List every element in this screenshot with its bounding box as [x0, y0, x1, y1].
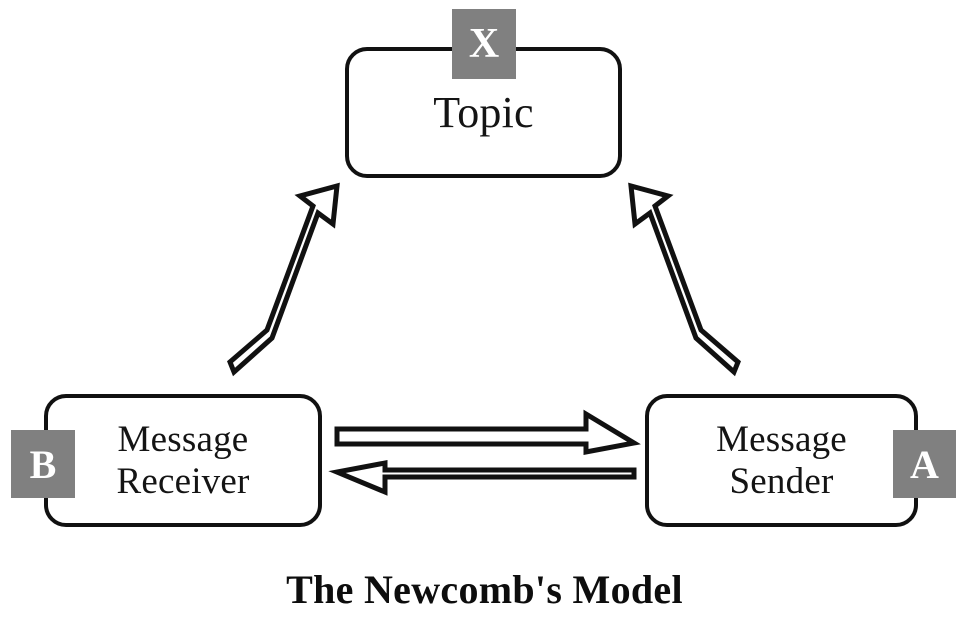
node-message-sender[interactable]: Message Sender — [645, 394, 918, 527]
badge-b: B — [11, 430, 75, 498]
badge-b-text: B — [29, 441, 57, 487]
node-message-receiver-label-line1: Message — [117, 419, 249, 461]
badge-a-text: A — [910, 441, 939, 487]
node-message-sender-label-line2: Sender — [729, 460, 834, 502]
arrow-sender-to-receiver — [328, 459, 637, 496]
arrow-receiver-to-topic — [227, 182, 340, 377]
node-topic[interactable]: Topic — [345, 47, 622, 178]
node-topic-label: Topic — [433, 87, 534, 137]
node-message-sender-label: Message Sender — [716, 419, 847, 502]
node-message-receiver-label: Message Receiver — [116, 419, 249, 502]
diagram-caption: The Newcomb's Model — [286, 567, 683, 612]
node-message-sender-label-line1: Message — [716, 419, 847, 461]
arrow-sender-to-topic — [628, 182, 741, 377]
node-message-receiver[interactable]: Message Receiver — [44, 394, 322, 527]
badge-x-text: X — [468, 21, 500, 67]
node-message-receiver-label-line2: Receiver — [116, 460, 250, 502]
badge-x: X — [452, 9, 516, 79]
arrow-receiver-to-sender — [334, 409, 641, 456]
badge-a: A — [893, 430, 956, 498]
